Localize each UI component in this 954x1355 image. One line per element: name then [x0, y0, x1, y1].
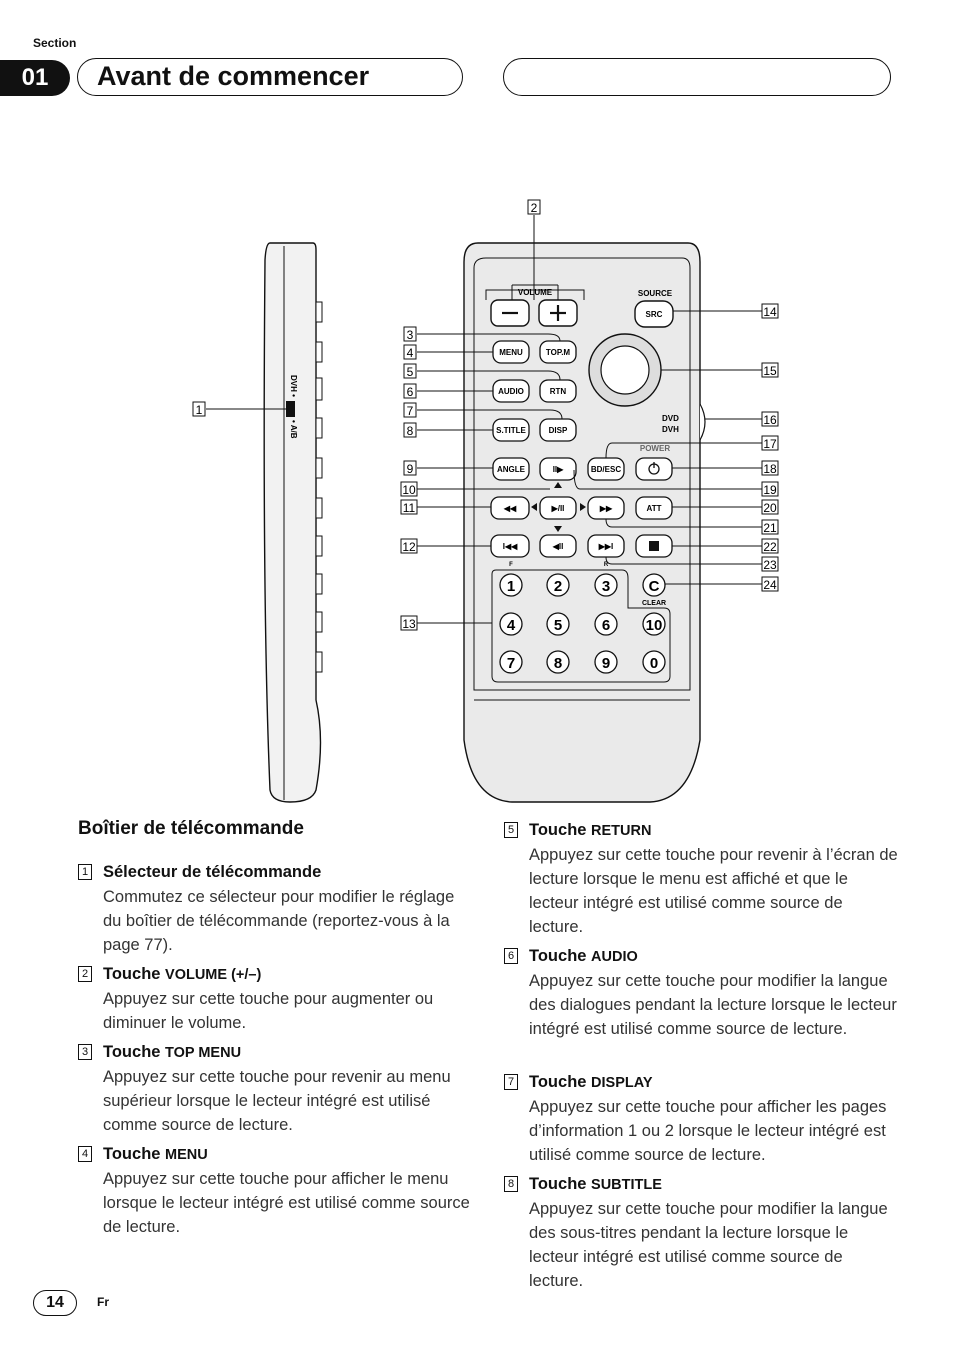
svg-text:1: 1	[196, 403, 203, 417]
svg-text:15: 15	[763, 364, 777, 378]
svg-text:S.TITLE: S.TITLE	[496, 426, 526, 435]
svg-text:I◀◀: I◀◀	[503, 542, 518, 551]
svg-text:7: 7	[407, 404, 414, 418]
switch-label-dvh: DVH •	[289, 375, 298, 397]
list-item: 8 Touche SUBTITLE Appuyez sur cette touc…	[504, 1172, 899, 1293]
svg-text:21: 21	[763, 521, 777, 535]
svg-text:POWER: POWER	[640, 444, 670, 453]
svg-text:SOURCE: SOURCE	[638, 289, 673, 298]
remote-side-view: DVH • • A/B	[263, 242, 323, 803]
svg-text:9: 9	[407, 462, 414, 476]
remote-control-diagram: DVH • • A/B VOLUME SOURCE SRC MENU TOP.M…	[192, 199, 779, 803]
svg-text:3: 3	[602, 578, 610, 595]
svg-text:9: 9	[602, 655, 610, 672]
switch-label-ab: • A/B	[289, 420, 298, 439]
svg-text:20: 20	[763, 501, 777, 515]
svg-text:5: 5	[554, 617, 562, 634]
svg-text:6: 6	[407, 385, 414, 399]
svg-text:10: 10	[646, 617, 663, 634]
section-number-badge: 01	[0, 60, 70, 96]
svg-text:6: 6	[602, 617, 610, 634]
svg-text:3: 3	[407, 328, 414, 342]
svg-text:DVD: DVD	[662, 414, 679, 423]
svg-text:▶▶: ▶▶	[599, 504, 613, 513]
svg-text:12: 12	[402, 540, 416, 554]
svg-text:8: 8	[407, 424, 414, 438]
list-item: 2 Touche VOLUME (+/–) Appuyez sur cette …	[78, 962, 473, 1035]
svg-text:2: 2	[531, 201, 538, 215]
svg-text:F: F	[509, 562, 513, 568]
svg-text:4: 4	[407, 346, 414, 360]
svg-text:4: 4	[507, 617, 516, 634]
svg-text:RTN: RTN	[550, 387, 567, 396]
svg-text:▶/II: ▶/II	[551, 504, 565, 513]
svg-text:14: 14	[763, 305, 777, 319]
svg-text:2: 2	[554, 578, 562, 595]
svg-text:19: 19	[763, 483, 777, 497]
callout-numbers: 1 2 3 4 5 6 7 8 9 10 11 12 13 14 15 16 1…	[192, 199, 779, 631]
list-item: 1 Sélecteur de télécommande Commutez ce …	[78, 860, 473, 957]
svg-text:18: 18	[763, 462, 777, 476]
svg-text:13: 13	[402, 617, 416, 631]
svg-text:CLEAR: CLEAR	[642, 600, 666, 607]
svg-text:◀II: ◀II	[552, 542, 564, 551]
svg-text:◀◀: ◀◀	[503, 504, 517, 513]
svg-text:1: 1	[507, 578, 515, 595]
header-right-frame	[503, 58, 891, 96]
page-title: Avant de commencer	[97, 61, 370, 91]
list-item: 4 Touche MENU Appuyez sur cette touche p…	[78, 1142, 473, 1239]
svg-text:DISP: DISP	[549, 426, 568, 435]
svg-text:II▶: II▶	[553, 465, 564, 474]
svg-text:22: 22	[763, 540, 777, 554]
svg-text:5: 5	[407, 365, 414, 379]
svg-text:ANGLE: ANGLE	[497, 465, 526, 474]
svg-text:SRC: SRC	[646, 310, 663, 319]
svg-text:7: 7	[507, 655, 515, 672]
svg-text:10: 10	[402, 483, 416, 497]
list-item: 6 Touche AUDIO Appuyez sur cette touche …	[504, 944, 899, 1041]
list-item: 3 Touche TOP MENU Appuyez sur cette touc…	[78, 1040, 473, 1137]
language-label: Fr	[97, 1295, 109, 1309]
svg-text:16: 16	[763, 413, 777, 427]
svg-text:MENU: MENU	[499, 348, 523, 357]
svg-text:11: 11	[403, 501, 416, 515]
svg-text:AUDIO: AUDIO	[498, 387, 524, 396]
svg-text:DVH: DVH	[662, 425, 679, 434]
section-label: Section	[33, 36, 77, 50]
list-item: 7 Touche DISPLAY Appuyez sur cette touch…	[504, 1070, 899, 1167]
svg-text:C: C	[649, 578, 660, 595]
svg-text:23: 23	[763, 558, 777, 572]
title-frame	[77, 58, 463, 96]
svg-text:TOP.M: TOP.M	[546, 348, 570, 357]
svg-text:BD/ESC: BD/ESC	[591, 465, 621, 474]
svg-text:VOLUME: VOLUME	[518, 288, 553, 297]
svg-text:17: 17	[763, 437, 777, 451]
leader-lines	[206, 215, 762, 624]
svg-text:▶▶I: ▶▶I	[598, 542, 614, 551]
section-heading: Boîtier de télécommande	[78, 818, 304, 839]
svg-text:R: R	[604, 562, 609, 568]
svg-text:0: 0	[650, 655, 658, 672]
page-number: 14	[33, 1290, 77, 1316]
list-item: 5 Touche RETURN Appuyez sur cette touche…	[504, 818, 899, 939]
remote-front-view: VOLUME SOURCE SRC MENU TOP.M AUDIO RTN S…	[463, 242, 706, 803]
svg-text:ATT: ATT	[647, 504, 662, 513]
svg-text:24: 24	[763, 578, 777, 592]
svg-text:8: 8	[554, 655, 562, 672]
